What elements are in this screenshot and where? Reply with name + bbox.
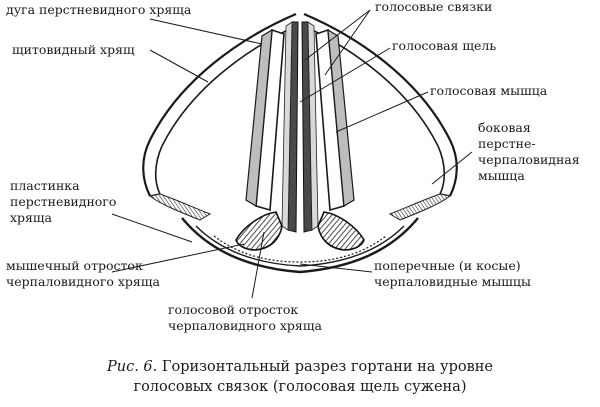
vocal-cords [281,21,319,233]
label-cricoid-plate-1: пластинка [10,178,80,193]
larynx-diagram: дуга перстневидного хряща голосовые связ… [6,0,580,333]
label-vocal-muscle: голосовая мышца [430,83,548,98]
label-cricoid-arc: дуга перстневидного хряща [6,2,192,17]
label-muscular-process-1: мышечный отросток [6,258,143,273]
label-cricoid-plate-2: перстневидного [10,194,116,209]
leader-lines [111,9,473,299]
caption-line-2: голосовых связок (голосовая щель сужена) [0,378,600,396]
label-vocal-process-1: голосовой отросток [168,302,298,317]
caption-text-2: голосовых связок (голосовая щель сужена) [133,379,467,395]
cricoid-lamina [181,217,419,274]
lateral-cricoarytenoid-muscle [148,193,452,221]
arytenoid-cartilages [235,211,365,251]
label-thyroid-cartilage: щитовидный хрящ [12,42,135,57]
label-transverse-muscles-1: поперечные (и косые) [374,258,521,273]
label-lateral-muscle-2: перстне- [478,136,536,151]
caption-text-1: Горизонтальный разрез гортани на уровне [161,359,494,375]
vocal-muscles [245,28,355,212]
label-lateral-muscle-3: черпаловидная [478,152,580,167]
label-glottis: голосовая щель [392,38,496,53]
label-transverse-muscles-2: черпаловидные мышцы [374,274,531,289]
label-vocal-process-2: черпаловидного хряща [168,318,322,333]
caption-prefix: Рис. 6. [106,359,158,375]
caption-line-1: Рис. 6. Горизонтальный разрез гортани на… [0,358,600,376]
label-cricoid-plate-3: хряща [10,210,53,225]
label-muscular-process-2: черпаловидного хряща [6,274,160,289]
label-lateral-muscle-1: боковая [478,120,531,135]
label-vocal-cords: голосовые связки [375,0,492,14]
label-lateral-muscle-4: мышца [478,168,525,183]
